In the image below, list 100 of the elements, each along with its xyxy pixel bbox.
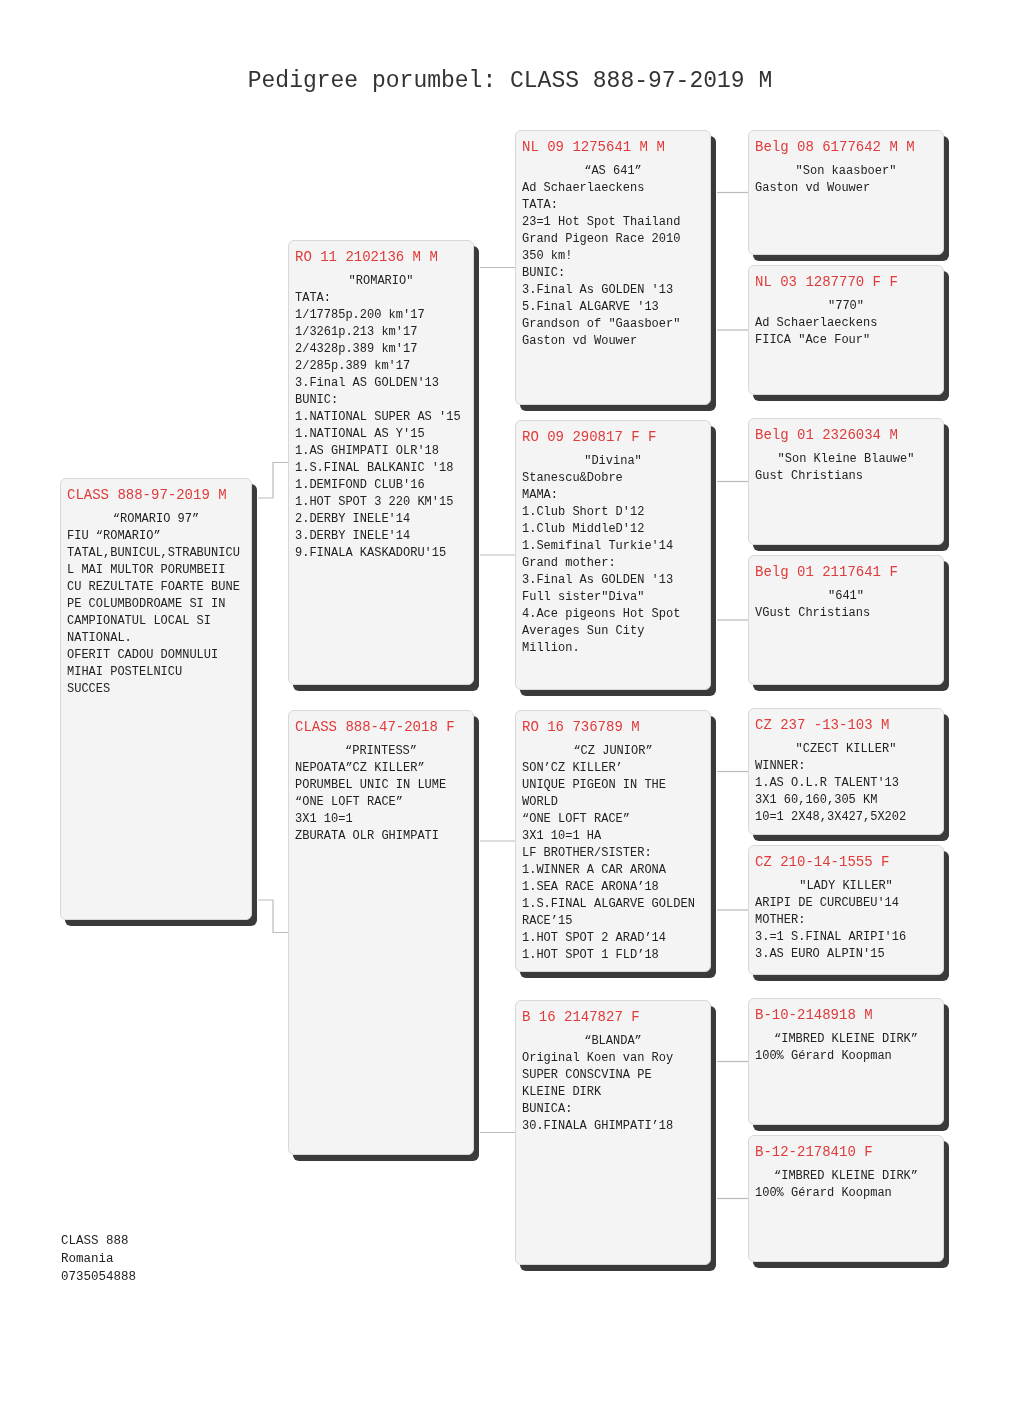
card-text-line: 10=1 2X48,3X427,5X202 (755, 809, 908, 826)
card-text-line: MIHAI POSTELNICU (67, 664, 184, 681)
card-text-line: 23=1 Hot Spot Thailand (522, 214, 682, 231)
contact-text: Romania (61, 1251, 115, 1268)
card-text-line: Ad Schaerlaeckens (522, 180, 646, 197)
card-text-line: 1.Club Short D'12 (522, 504, 646, 521)
card-text-line: Full sister"Diva" (522, 589, 646, 606)
card-text-line: “ONE LOFT RACE” (522, 811, 632, 828)
ring-number: CZ 210-14-1555 F (755, 853, 891, 872)
connector-line (257, 461, 289, 499)
card-text-line: 1.NATIONAL AS Y'15 (295, 426, 426, 443)
ring-number: RO 09 290817 F F (522, 428, 658, 447)
card-text-line: Grand mother: (522, 555, 617, 572)
ring-number: Belg 01 2326034 M (755, 426, 899, 445)
card-text-line: 30.FINALA GHIMPATI’18 (522, 1118, 675, 1135)
card-text-line: PORUMBEL UNIC IN LUME (295, 777, 448, 794)
card-text-line: 350 km! (522, 248, 574, 265)
card-text-line: "Son Kleine Blauwe" (776, 451, 916, 468)
card-text-line: “PRINTESS” (344, 743, 418, 760)
card-text-line: NEPOATA”CZ KILLER” (295, 760, 426, 777)
ring-number: RO 16 736789 M (522, 718, 641, 737)
card-text-line: 1.S.FINAL ALGARVE GOLDEN RACE’15 (522, 896, 696, 930)
card-text-line: “CZ JUNIOR” (572, 743, 654, 760)
card-text-line: 2/4328p.389 km'17 (295, 341, 419, 358)
card-text-line: Original Koen van Roy (522, 1050, 675, 1067)
connector-line (716, 480, 749, 483)
card-text-line: 3.Final AS GOLDEN'13 (295, 375, 441, 392)
card-text-line: 1.HOT SPOT 1 FLD’18 (522, 947, 660, 964)
card-text-line: Gust Christians (755, 468, 865, 485)
card-text-line: 1.HOT SPOT 3 220 KM'15 (295, 494, 455, 511)
card-text-line: Gaston vd Wouwer (755, 180, 872, 197)
card-text-line: UNIQUE PIGEON IN THE WORLD (522, 777, 668, 811)
card-text-line: “AS 641” (583, 163, 643, 180)
pedigree-title: Pedigree porumbel: CLASS 888-97-2019 M (246, 67, 774, 96)
connector-line (716, 329, 749, 331)
card-text-line: 1.Semifinal Turkie'14 (522, 538, 675, 555)
connector-line (479, 840, 516, 842)
card-text-line: "Son kaasboer" (794, 163, 898, 180)
card-text-line: KLEINE DIRK (522, 1084, 603, 1101)
card-text-line: 3.AS EURO ALPIN'15 (755, 946, 886, 963)
connector-line (479, 1131, 516, 1134)
ring-number: Belg 01 2117641 F (755, 563, 899, 582)
contact-text: 0735054888 (61, 1269, 136, 1286)
card-text-line: 1.SEA RACE ARONA’18 (522, 879, 660, 896)
contact-text: CLASS 888 (61, 1233, 130, 1250)
card-text-line: MOTHER: (755, 912, 807, 929)
connector-line (716, 1060, 749, 1063)
card-text-line: "Divina" (583, 453, 643, 470)
card-text-line: 3X1 10=1 HA (522, 828, 603, 845)
card-text-line: "641" (827, 588, 865, 605)
card-text-line: 9.FINALA KASKADORU'15 (295, 545, 448, 562)
card-text-line: 2/285p.389 km'17 (295, 358, 412, 375)
connector-line (716, 619, 749, 621)
ring-number: B-10-2148918 M (755, 1006, 874, 1025)
card-text-line: 3X1 60,160,305 KM (755, 792, 879, 809)
connector-line (716, 191, 749, 194)
card-text-line: 1.DEMIFOND CLUB'16 (295, 477, 426, 494)
card-text-line: BUNIC: (522, 265, 567, 282)
card-text-line: "CZECT KILLER" (794, 741, 898, 758)
card-text-line: 3.=1 S.FINAL ARIPI'16 (755, 929, 908, 946)
card-text-line: “ROMARIO 97” (111, 511, 201, 528)
card-text-line: SON’CZ KILLER’ (522, 760, 624, 777)
card-text-line: "LADY KILLER" (798, 878, 894, 895)
ring-number: Belg 08 6177642 M M (755, 138, 916, 157)
card-text-line: TATAL,BUNICUL,STRABUNICU L MAI MULTOR PORUMBEII CU REZULTATE FOARTE BUNE PE COLUMBODROAME SI IN CAMPIONATUL LOCAL SI NATIONAL. (67, 545, 241, 647)
card-text-line: Million. (522, 640, 581, 657)
card-text-line: SUCCES (67, 681, 112, 698)
card-text-line: 3X1 10=1 (295, 811, 354, 828)
card-text-line: "ROMARIO" (347, 273, 415, 290)
card-text-line: FIICA "Ace Four" (755, 332, 872, 349)
card-text-line: OFERIT CADOU DOMNULUI (67, 647, 220, 664)
card-text-line: FIU “ROMARIO” (67, 528, 162, 545)
card-text-line: 1.HOT SPOT 2 ARAD’14 (522, 930, 668, 947)
card-text-line: VGust Christians (755, 605, 872, 622)
ring-number: CLASS 888-97-2019 M (67, 486, 228, 505)
card-text-line: 1/17785p.200 km'17 (295, 307, 426, 324)
ring-number: B 16 2147827 F (522, 1008, 641, 1027)
card-text-line: BUNICA: (522, 1101, 574, 1118)
card-text-line: 1.AS GHIMPATI OLR'18 (295, 443, 441, 460)
connector-line (479, 554, 516, 556)
card-text-line: 1/3261p.213 km'17 (295, 324, 419, 341)
card-text-line: "770" (827, 298, 865, 315)
card-text-line: MAMA: (522, 487, 559, 504)
ring-number: NL 03 1287770 F F (755, 273, 899, 292)
card-text-line: 1.AS O.L.R TALENT'13 (755, 775, 901, 792)
connector-line (716, 909, 749, 911)
card-text-line: 100% Gérard Koopman (755, 1048, 893, 1065)
card-text-line: “IMBRED KLEINE DIRK” (773, 1031, 919, 1048)
card-text-line: 1.WINNER A CAR ARONA (522, 862, 668, 879)
card-text-line: BUNIC: (295, 392, 340, 409)
card-text-line: Grandson of "Gaasboer" (522, 316, 682, 333)
card-text-line: “BLANDA” (583, 1033, 643, 1050)
card-text-line: Ad Schaerlaeckens (755, 315, 879, 332)
card-text-line: ZBURATA OLR GHIMPATI (295, 828, 441, 845)
card-text-line: 100% Gérard Koopman (755, 1185, 893, 1202)
card-text-line: 3.Final As GOLDEN '13 (522, 572, 675, 589)
card-text-line: 1.NATIONAL SUPER AS '15 (295, 409, 462, 426)
card-text-line: LF BROTHER/SISTER: (522, 845, 653, 862)
card-text-line: 3.Final As GOLDEN '13 (522, 282, 675, 299)
ring-number: RO 11 2102136 M M (295, 248, 439, 267)
